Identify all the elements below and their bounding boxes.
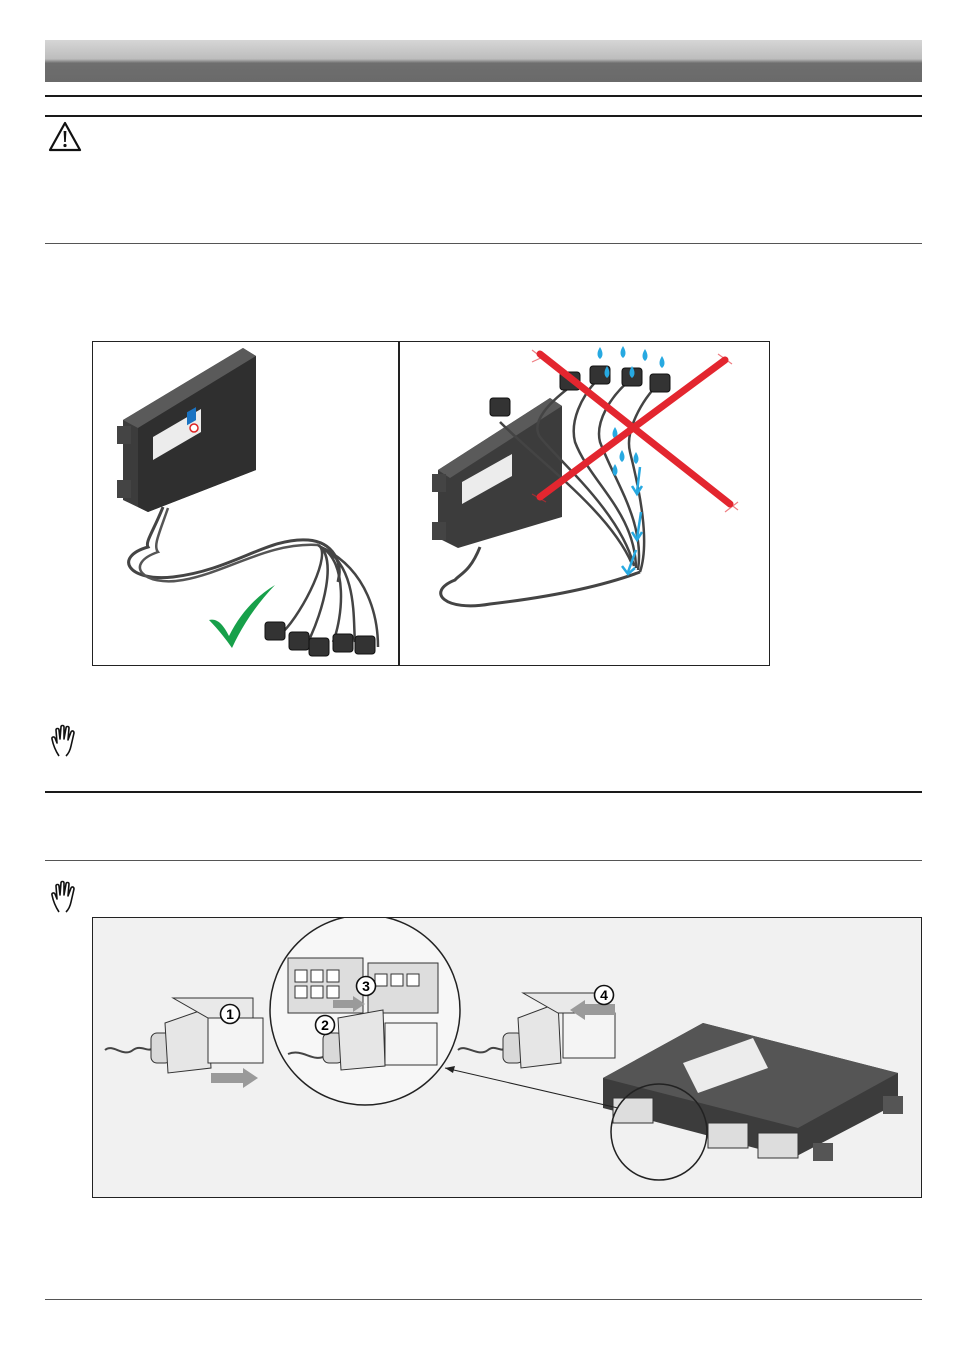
connector-procedure-illustration [93, 918, 921, 1197]
footer-divider [45, 1299, 922, 1300]
step-4-marker: 4 [593, 984, 615, 1006]
check-mark-icon [205, 582, 277, 652]
divider [45, 115, 922, 117]
divider [45, 791, 922, 793]
divider [45, 95, 922, 97]
caution-hand-icon [50, 880, 82, 914]
svg-text:4: 4 [600, 987, 608, 1003]
divider [45, 860, 922, 861]
incorrect-mounting-illustration [400, 342, 768, 665]
step-1-marker: 1 [219, 1003, 241, 1025]
svg-text:1: 1 [226, 1006, 234, 1022]
figure-connector-procedure: 1 2 3 4 [92, 917, 922, 1198]
ecu-unit [603, 1023, 903, 1161]
warning-triangle-icon [48, 121, 82, 153]
divider [45, 243, 922, 244]
figure-ecu-mounting [92, 341, 770, 666]
caution-hand-icon [50, 724, 82, 758]
svg-text:3: 3 [362, 978, 370, 994]
zoom-detail [270, 918, 460, 1105]
svg-text:2: 2 [321, 1017, 329, 1033]
step-3-marker: 3 [355, 975, 377, 997]
connector-1 [103, 998, 263, 1197]
step-2-marker: 2 [314, 1014, 336, 1036]
connector-4 [458, 993, 615, 1068]
section-header-bar [45, 40, 922, 82]
